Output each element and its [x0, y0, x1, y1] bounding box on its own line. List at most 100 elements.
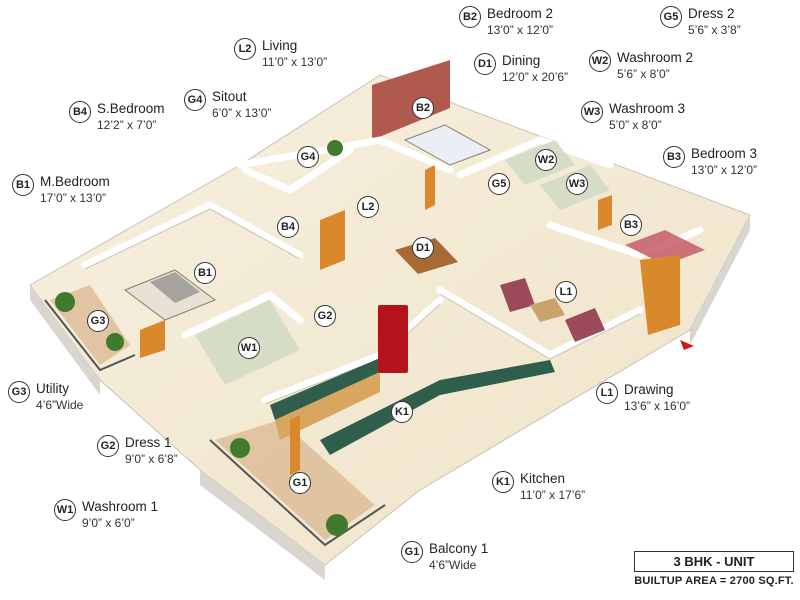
room-name: Dress 1: [125, 435, 172, 450]
plant-balcony: [230, 438, 250, 458]
wall-dress-1: [181, 290, 304, 339]
door-kitchen: [290, 415, 300, 475]
room-name: Dress 2: [688, 6, 735, 21]
plan-badge-l1: L1: [555, 281, 577, 303]
badge-icon: D1: [474, 53, 496, 75]
badge-icon: L1: [596, 382, 618, 404]
drawing-sofa-2: [565, 308, 605, 342]
badge-icon: B3: [663, 146, 685, 168]
legend-washroom-3: W3 Washroom 3 5’0” x 8’0”: [581, 101, 685, 133]
legend-m-bedroom: B1 M.Bedroom 17’0” x 13’0”: [12, 174, 110, 206]
bedroom-2-bed: [403, 124, 492, 166]
plant-sitout: [327, 140, 343, 156]
door-bedroom-2: [425, 165, 435, 210]
badge-icon: G5: [660, 6, 682, 28]
outer-wall-left: [30, 285, 100, 395]
drawing-table: [530, 298, 565, 322]
plan-badge-d1: D1: [412, 237, 434, 259]
legend-washroom-2: W2 Washroom 2 5’6” x 8’0”: [589, 50, 693, 82]
room-name: M.Bedroom: [40, 174, 110, 189]
door-living: [320, 210, 345, 270]
badge-icon: B1: [12, 174, 34, 196]
entry-arrow-icon: [680, 340, 694, 350]
utility-railing: [44, 299, 136, 372]
wall-washrooms: [456, 136, 614, 179]
wall-master-bedroom: [81, 201, 304, 269]
room-size: 13’6” x 16’0”: [624, 399, 691, 413]
wall-living: [236, 136, 454, 174]
room-name: Drawing: [624, 382, 674, 397]
balcony-railing: [209, 439, 386, 547]
room-size: 17’0” x 13’0”: [40, 191, 107, 205]
badge-icon: W1: [54, 499, 76, 521]
kitchen-cabinets: [275, 372, 380, 440]
room-size: 9’0” x 6’0”: [82, 516, 135, 530]
kitchen-counter-front: [320, 360, 555, 455]
legend-washroom-1: W1 Washroom 1 9’0” x 6’0”: [54, 499, 158, 531]
room-size: 13’0” x 12’0”: [487, 23, 554, 37]
room-name: Bedroom 3: [691, 146, 758, 161]
room-name: Dining: [502, 53, 541, 68]
bedroom-3-bed: [625, 230, 705, 265]
wall-drawing: [436, 286, 644, 359]
bedroom-2-accent-wall: [372, 60, 450, 140]
plan-badge-w2: W2: [535, 149, 557, 171]
room-size: 4’6”Wide: [36, 398, 84, 412]
room-size: 11’0” x 13’0”: [262, 55, 328, 69]
plan-badge-l2: L2: [357, 196, 379, 218]
plan-badge-b2: B2: [412, 97, 434, 119]
badge-icon: W3: [581, 101, 603, 123]
room-name: Utility: [36, 381, 69, 396]
drawing-sofa-1: [500, 278, 535, 312]
room-size: 12’2” x 7’0”: [97, 118, 157, 132]
wall-sitout: [241, 146, 354, 194]
outer-wall-right: [690, 215, 750, 345]
badge-icon: G3: [8, 381, 30, 403]
plan-badge-k1: K1: [391, 401, 413, 423]
badge-icon: G4: [184, 89, 206, 111]
plan-badge-w3: W3: [566, 173, 588, 195]
room-name: Washroom 1: [82, 499, 159, 514]
room-size: 9’0” x 6’8”: [125, 452, 178, 466]
plant-balcony-2: [326, 514, 348, 536]
unit-label: 3 BHK - UNIT: [634, 551, 794, 572]
room-name: Sitout: [212, 89, 247, 104]
badge-icon: K1: [492, 471, 514, 493]
legend-drawing: L1 Drawing 13’6” x 16’0”: [596, 382, 690, 414]
plan-badge-g5: G5: [488, 173, 510, 195]
plan-badge-b1: B1: [194, 262, 216, 284]
room-size: 13’0” x 12’0”: [691, 163, 758, 177]
badge-icon: L2: [234, 38, 256, 60]
room-name: Washroom 2: [617, 50, 694, 65]
plant-utility: [55, 292, 75, 312]
door-master-bedroom: [140, 320, 165, 358]
legend-bedroom-3: B3 Bedroom 3 13’0” x 12’0”: [663, 146, 757, 178]
room-size: 12’0” x 20’6”: [502, 70, 569, 84]
legend-dining: D1 Dining 12’0” x 20’6”: [474, 53, 568, 85]
room-name: Balcony 1: [429, 541, 489, 556]
legend-sitout: G4 Sitout 6’0” x 13’0”: [184, 89, 271, 121]
door-bedroom-3: [598, 195, 612, 230]
plant-utility-2: [106, 333, 124, 351]
room-size: 11’0” x 17’6”: [520, 488, 586, 502]
plan-badge-g3: G3: [87, 310, 109, 332]
plan-badge-g2: G2: [314, 305, 336, 327]
badge-icon: W2: [589, 50, 611, 72]
badge-icon: G2: [97, 435, 119, 457]
badge-icon: B4: [69, 101, 91, 123]
legend-dress-1: G2 Dress 1 9’0” x 6’8”: [97, 435, 178, 467]
room-size: 4’6”Wide: [429, 558, 477, 572]
plan-badge-g4: G4: [297, 146, 319, 168]
room-size: 5’0” x 8’0”: [609, 118, 662, 132]
room-size: 6’0” x 13’0”: [212, 106, 272, 120]
outer-wall-front: [200, 470, 325, 580]
badge-icon: G1: [401, 541, 423, 563]
room-size: 5’6” x 8’0”: [617, 67, 670, 81]
legend-utility: G3 Utility 4’6”Wide: [8, 381, 83, 413]
room-name: Washroom 3: [609, 101, 686, 116]
